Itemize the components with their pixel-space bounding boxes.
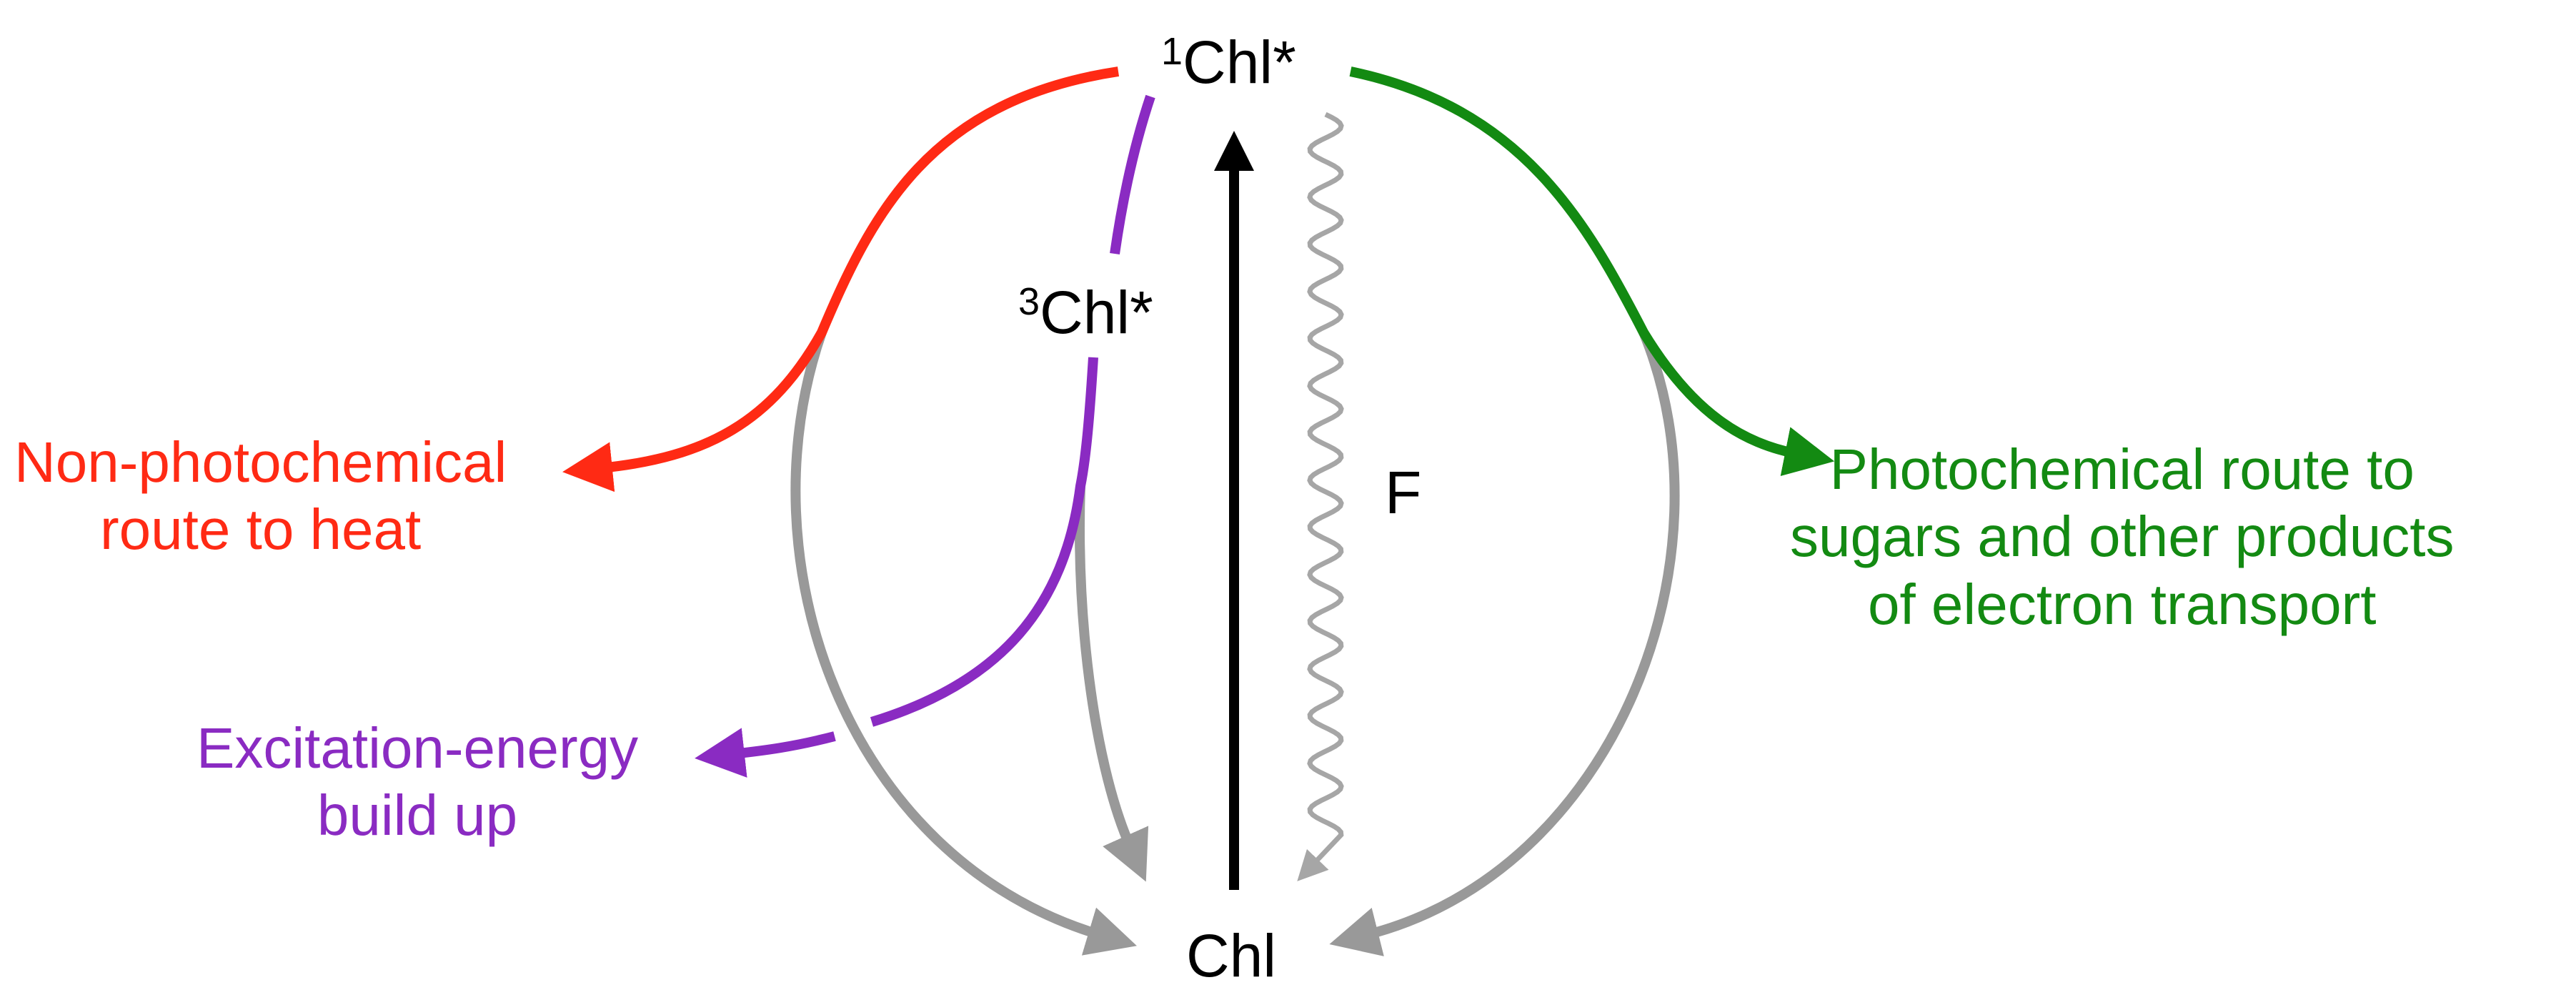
photochemical-arrow (1349, 66, 1835, 477)
fluorescence-wave (1297, 112, 1344, 881)
excitation-buildup-label: Excitation-energy build up (197, 715, 638, 850)
non-photochemical-arrow (562, 66, 1120, 492)
excitation-buildup-line-2: build up (317, 783, 518, 848)
triplet-chl-label: 3Chl* (1018, 277, 1153, 348)
excited-singlet-name: Chl* (1183, 29, 1296, 96)
excitation-buildup-line-1: Excitation-energy (197, 716, 639, 780)
left-decay-arrow (790, 330, 1137, 956)
photochemical-line-1: Photochemical route to (1829, 437, 2415, 501)
non-photochemical-label: Non-photochemical route to heat (14, 429, 507, 564)
excitation-buildup-arrow (695, 728, 836, 778)
triplet-arrow-lower (870, 357, 1098, 727)
triplet-name: Chl* (1040, 279, 1153, 346)
singlet-superscript: 1 (1161, 30, 1183, 73)
non-photochemical-line-2: route to heat (100, 497, 422, 562)
triplet-decay-arrow (1075, 485, 1149, 882)
ground-state-chl-label: Chl (1186, 922, 1277, 989)
triplet-superscript: 3 (1018, 280, 1040, 323)
non-photochemical-line-1: Non-photochemical (14, 430, 507, 494)
triplet-arrow-upper (1110, 94, 1155, 254)
right-decay-arrow (1329, 330, 1680, 956)
photochemical-line-3: of electron transport (1867, 572, 2377, 636)
fluorescence-label: F (1385, 459, 1422, 526)
photochemical-line-2: sugars and other products (1790, 505, 2455, 569)
excited-singlet-chl-label: 1Chl* (1161, 27, 1296, 98)
photochemical-label: Photochemical route to sugars and other … (1790, 436, 2454, 638)
